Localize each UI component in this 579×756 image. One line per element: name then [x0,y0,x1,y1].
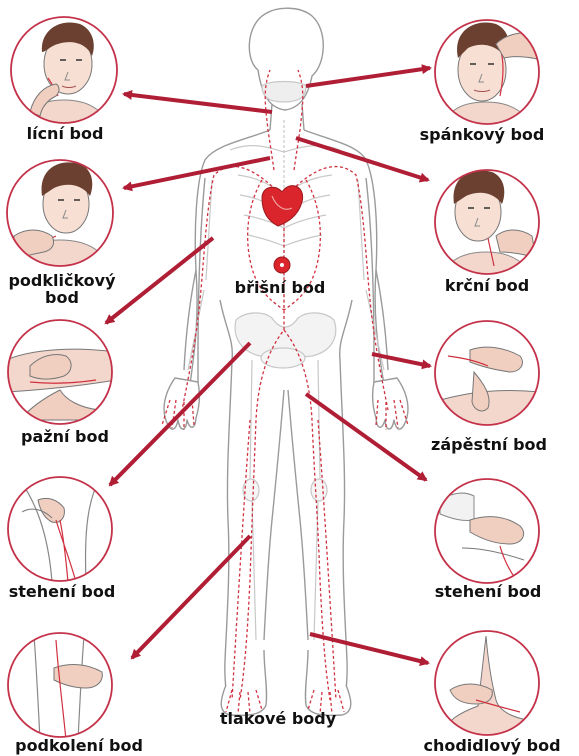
label-stehenni-bod-left: stehení bod [4,583,120,600]
detail-circle-stehenni-left [8,477,112,582]
label-tlakove-body: tlakové body [212,710,344,727]
detail-circle-podkoleni [8,633,112,740]
detail-circle-spankovy [435,20,540,140]
arrow-chodidlovy [310,634,428,663]
label-brisni-bod: břišní bod [222,279,338,296]
detail-circle-stehenni-right [435,479,539,583]
detail-circle-zapestni [435,321,540,430]
heart-icon [262,186,303,226]
label-podklickovy-bod-line2: bod [4,289,120,306]
label-krcni-bod: krční bod [432,277,542,294]
arrow-podkoleni [132,536,250,658]
label-licni-bod: lícní bod [10,125,120,142]
detail-circle-krcni [435,170,539,290]
arrow-licni [124,94,272,112]
arrow-stehenni-left [110,343,250,485]
label-spankovy-bod: spánkový bod [404,126,560,143]
arrow-spankovy [306,68,430,86]
label-podklickovy-bod-line1: podkličkový [4,272,120,289]
detail-circle-pazni [6,320,116,424]
detail-circle-chodidlovy [435,631,540,740]
label-chodidlovy-bod: chodidlový bod [412,737,572,754]
label-stehenni-bod-right: stehení bod [428,583,548,600]
label-pazni-bod: pažní bod [10,428,120,445]
detail-circle-podklickovy [7,160,113,280]
arrow-podklickovy [124,158,270,188]
skeleton-figure [188,82,384,641]
label-zapestni-bod: zápěstní bod [418,436,560,453]
detail-circle-licni [11,17,117,140]
label-podkoleni-bod: podkolení bod [4,737,154,754]
arrow-krcni [296,138,428,180]
